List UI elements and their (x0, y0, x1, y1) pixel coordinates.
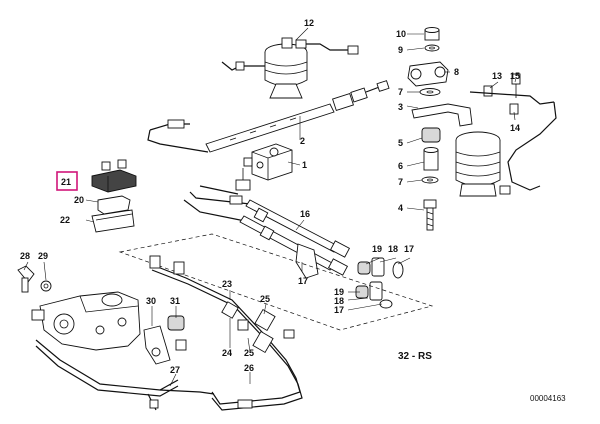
callout-20[interactable]: 20 (74, 195, 84, 205)
pump-assembly (17, 265, 141, 351)
callout-25-top[interactable]: 25 (260, 294, 270, 304)
callout-21[interactable]: 21 (61, 177, 71, 187)
callout-16[interactable]: 17 (298, 276, 308, 286)
leader-lines (23, 27, 517, 387)
drawing-number: 00004163 (530, 394, 566, 403)
callout-3[interactable]: 3 (398, 102, 403, 112)
callout-19-bottom[interactable]: 19 (334, 287, 344, 297)
highlight-box (56, 171, 78, 191)
callout-28[interactable]: 28 (20, 251, 30, 261)
callout-19-top[interactable]: 19 (372, 244, 382, 254)
callout-27[interactable]: 27 (170, 365, 180, 375)
callout-22[interactable]: 22 (60, 215, 70, 225)
callout-2[interactable]: 2 (300, 136, 305, 146)
callout-29[interactable]: 29 (38, 251, 48, 261)
callout-4[interactable]: 4 (398, 203, 403, 213)
callout-labels: 12 2 1 10 9 8 7 3 5 6 7 4 13 15 14 16 17… (20, 18, 520, 375)
callout-23[interactable]: 23 (222, 279, 232, 289)
callout-31[interactable]: 31 (170, 296, 180, 306)
right-stack (407, 27, 555, 231)
parts-20-22 (91, 159, 137, 233)
callout-10[interactable]: 10 (396, 29, 406, 39)
callout-12[interactable]: 13 (492, 71, 502, 81)
callout-13[interactable]: 14 (510, 123, 520, 133)
callout-17-bottom[interactable]: 17 (334, 305, 344, 315)
callout-1[interactable]: 1 (302, 160, 307, 170)
callout-8[interactable]: 8 (454, 67, 459, 77)
callout-9[interactable]: 9 (398, 45, 403, 55)
callout-17-top[interactable]: 17 (404, 244, 414, 254)
callout-7-top[interactable]: 7 (398, 87, 403, 97)
callout-15[interactable]: 16 (300, 209, 310, 219)
callout-26[interactable]: 26 (244, 363, 254, 373)
callout-30[interactable]: 30 (146, 296, 156, 306)
reservoir-top (264, 37, 308, 99)
callout-25-bottom[interactable]: 25 (244, 348, 254, 358)
callout-5[interactable]: 5 (398, 138, 403, 148)
callout-11[interactable]: 12 (304, 18, 314, 28)
callout-24[interactable]: 24 (222, 348, 232, 358)
callout-18-bottom[interactable]: 18 (334, 296, 344, 306)
callout-18-top[interactable]: 18 (388, 244, 398, 254)
callout-6[interactable]: 6 (398, 161, 403, 171)
reservoir-right (455, 131, 511, 197)
callout-7-bottom[interactable]: 7 (398, 177, 403, 187)
callout-14[interactable]: 15 (510, 71, 520, 81)
valve-block (235, 143, 293, 191)
group-label: 32 - RS (398, 351, 432, 362)
